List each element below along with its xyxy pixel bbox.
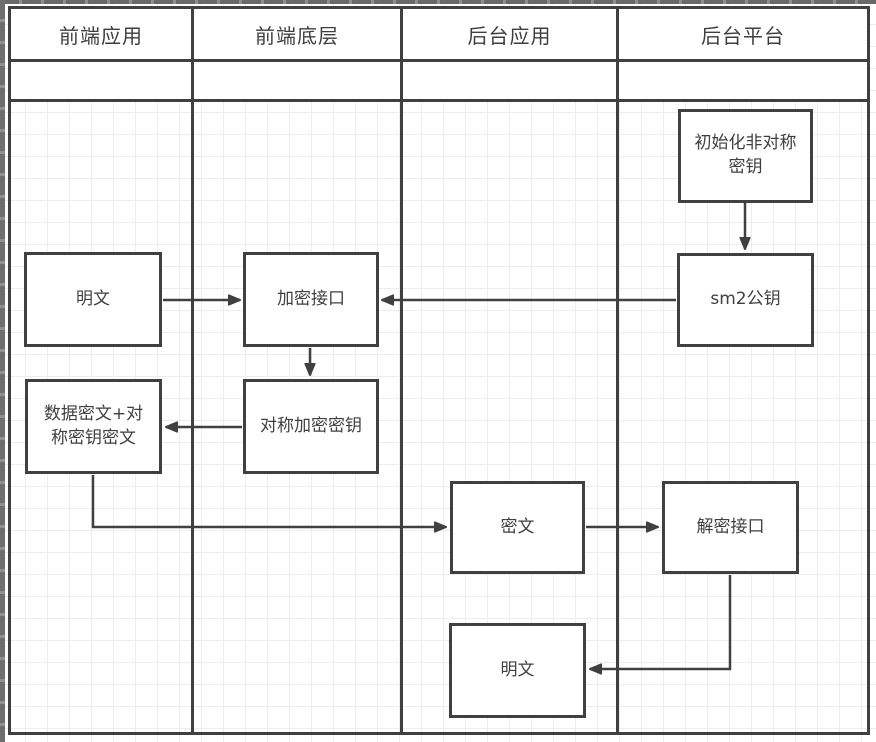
lane-divider-2 <box>400 6 403 735</box>
node-plaintext-backend[interactable]: 明文 <box>449 623 586 718</box>
lane-header-frontend-app[interactable]: 前端应用 <box>59 23 143 48</box>
swimlane-frame <box>8 6 870 735</box>
node-sm2-public-key[interactable]: sm2公钥 <box>677 253 814 347</box>
lane-header-band <box>8 6 870 102</box>
node-decrypt-api[interactable]: 解密接口 <box>662 481 799 574</box>
canvas-page-edge-left <box>0 0 5 742</box>
subheader-separator <box>8 99 870 102</box>
lane-header-backend-platform[interactable]: 后台平台 <box>701 23 785 48</box>
node-encrypt-api[interactable]: 加密接口 <box>243 252 379 347</box>
node-ciphertext[interactable]: 密文 <box>450 481 585 574</box>
header-separator <box>8 59 870 62</box>
node-data-cipher[interactable]: 数据密文+对称密钥密文 <box>25 379 162 474</box>
lane-divider-3 <box>616 6 619 735</box>
node-sym-encrypt-key[interactable]: 对称加密密钥 <box>243 379 379 474</box>
lane-divider-1 <box>191 6 194 735</box>
node-init-asym-key[interactable]: 初始化非对称密钥 <box>678 109 813 203</box>
lane-header-backend-app[interactable]: 后台应用 <box>467 23 552 48</box>
canvas-page-edge-top <box>0 0 876 4</box>
lane-header-frontend-base[interactable]: 前端底层 <box>255 23 339 48</box>
node-plaintext-frontend[interactable]: 明文 <box>24 252 162 347</box>
